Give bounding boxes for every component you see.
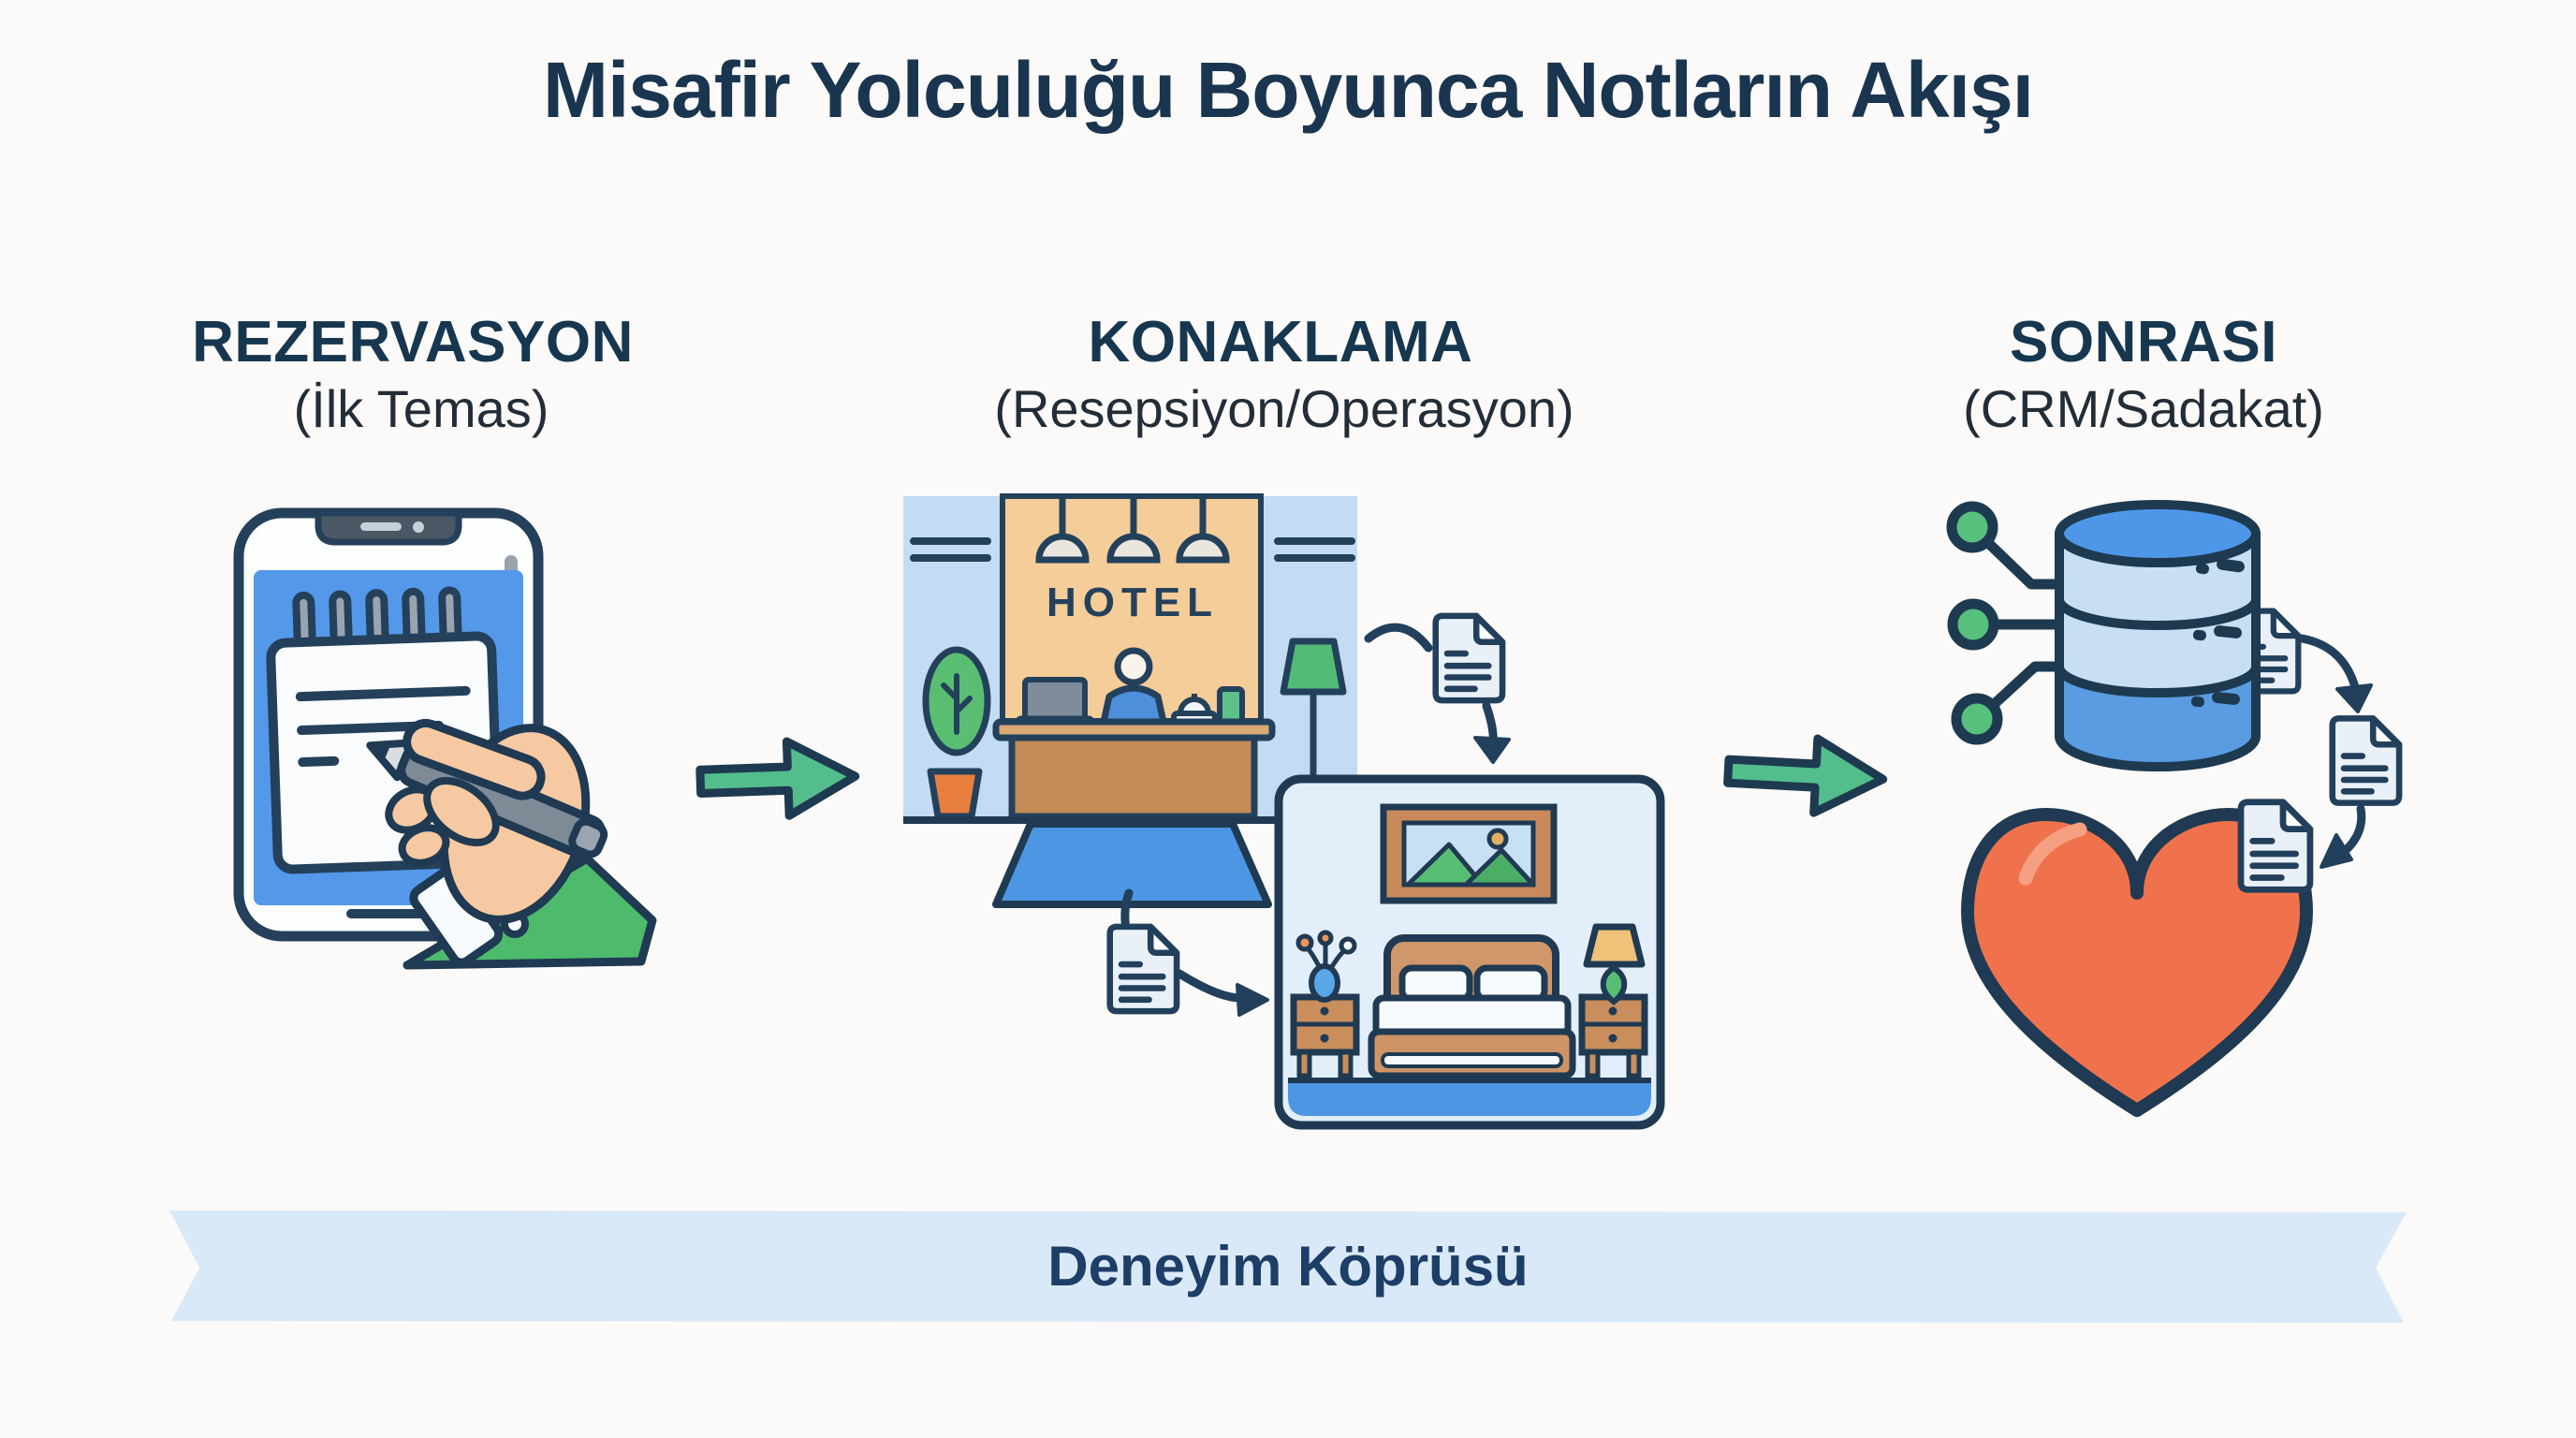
stage-heading-rezervasyon: REZERVASYON: [192, 310, 634, 374]
phone-note-writing-illustration: [233, 507, 657, 970]
doc-chain-arrow-2: [2320, 804, 2366, 869]
room-floor: [1288, 1080, 1651, 1116]
stage-heading-sonrasi: SONRASI: [2010, 310, 2277, 374]
desk-plant: [1217, 686, 1245, 726]
note-document-icon-loyalty: [2235, 798, 2315, 894]
service-bell-icon: [1171, 694, 1218, 725]
flower-vase-icon: [1295, 930, 1357, 1003]
flow-arrow-icon-2: [1713, 720, 1897, 830]
lobby-carpet: [992, 820, 1272, 908]
pendant-lamp-icons: [1035, 496, 1230, 564]
reception-desk: [992, 718, 1276, 820]
wall-trim-lines: [910, 537, 1355, 562]
potted-tree-icon: [922, 646, 991, 820]
wall-picture-icon: [1380, 803, 1558, 904]
hand-icon: [366, 718, 657, 970]
floor-lamp-icon: [1280, 638, 1347, 820]
heart-shine: [2018, 822, 2087, 886]
note-document-icon-lobby: [1105, 922, 1181, 1016]
hotel-reception-illustration: HOTEL: [903, 493, 1357, 908]
receptionist: [1100, 647, 1167, 726]
loyalty-heart-icon: [1961, 808, 2313, 1117]
stage-subheading-konaklama: (Resepsiyon/Operasyon): [994, 379, 1574, 438]
note-document-icon-reception: [1430, 611, 1507, 705]
stage-heading-konaklama: KONAKLAMA: [1088, 310, 1473, 374]
table-lamp-icon: [1583, 923, 1646, 1005]
banner-label: Deneyim Köprüsü: [1047, 1235, 1529, 1298]
stage-subheading-sonrasi: (CRM/Sadakat): [1963, 379, 2324, 438]
database-icon: [2055, 500, 2261, 771]
ribbon-banner: [169, 1211, 2407, 1323]
stage-subheading-rezervasyon: (İlk Temas): [293, 379, 549, 438]
network-links: [1981, 536, 2061, 714]
crm-database-illustration: [1946, 500, 2261, 771]
connector-reception-to-note: [1364, 623, 1433, 653]
flow-arrow-icon-1: [686, 726, 870, 833]
diagram-title: Misafir Yolculuğu Boyunca Notların Akışı: [542, 46, 2034, 134]
database-lights: [2190, 558, 2245, 708]
home-indicator: [346, 909, 431, 918]
doc-chain-arrow-1: [2297, 634, 2373, 713]
note-arrow-into-room: [1473, 701, 1511, 764]
note-arrow-into-room-side: [1175, 969, 1269, 1017]
guest-room-illustration: [1274, 774, 1665, 1130]
network-node-icons: [1946, 501, 2003, 745]
note-document-icon-transfer: [2327, 713, 2404, 808]
hotel-sign-text: HOTEL: [1046, 580, 1219, 625]
bed-icon: [1368, 934, 1576, 1079]
